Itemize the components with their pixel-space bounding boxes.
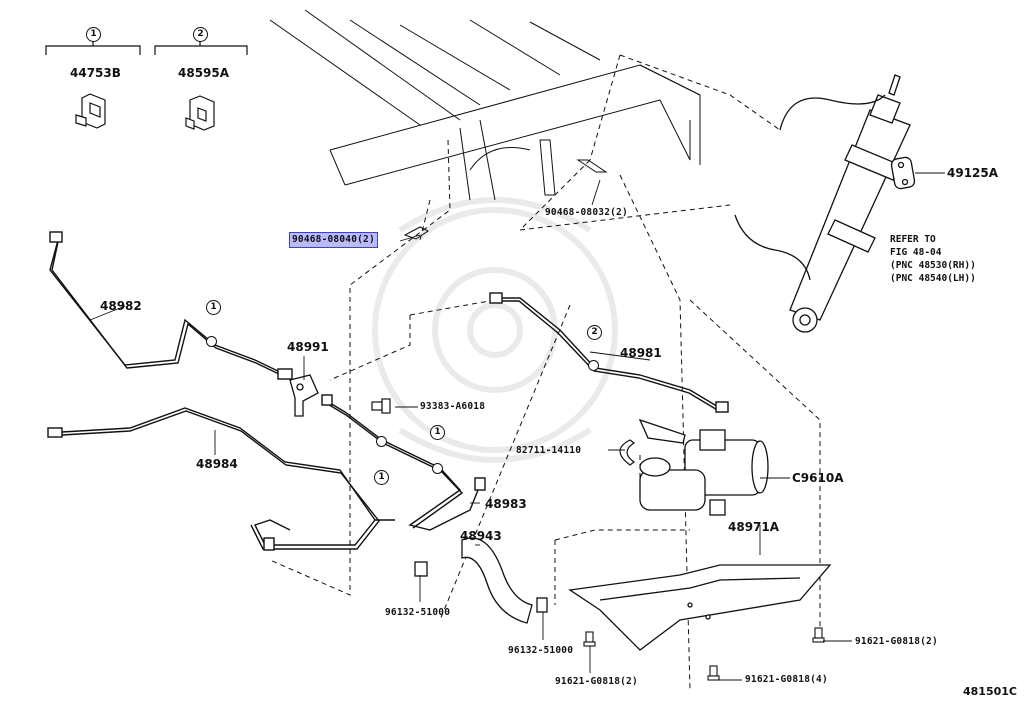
part-48982[interactable]: 48982 xyxy=(100,299,142,313)
part-48984[interactable]: 48984 xyxy=(196,457,238,471)
line-48984 xyxy=(47,407,395,551)
legend-brackets xyxy=(45,40,248,55)
part-48983[interactable]: 48983 xyxy=(485,497,527,511)
part-49125a[interactable]: 49125A xyxy=(947,166,999,180)
legend-part-48595a[interactable]: 48595A xyxy=(178,66,230,80)
callout-2-dot-48981 xyxy=(588,360,599,371)
pump-c9610a xyxy=(638,418,769,516)
bracket-48991-shape xyxy=(289,374,319,417)
bolt-93383-shape xyxy=(371,398,391,414)
part-90468-08032[interactable]: 90468-08032(2) xyxy=(545,207,628,218)
part-82711-14110[interactable]: 82711-14110 xyxy=(516,445,582,456)
part-93383-a6018[interactable]: 93383-A6018 xyxy=(420,401,486,412)
callout-1-dot-48982 xyxy=(206,336,217,347)
part-48991[interactable]: 48991 xyxy=(287,340,329,354)
shock-absorber xyxy=(734,74,911,333)
callout-1-dot-48983-b xyxy=(376,436,387,447)
ref-line-3[interactable]: (PNC 48530(RH)) xyxy=(890,260,976,271)
callout-1-dot-48983-a xyxy=(432,463,443,474)
leader-lines xyxy=(89,172,945,681)
clip-82711-shape xyxy=(619,439,636,466)
ref-line-1: REFER TO xyxy=(890,234,936,245)
hose-48943 xyxy=(414,537,548,624)
line-48983 xyxy=(321,394,486,531)
line-48982 xyxy=(49,231,293,380)
part-96132-51000-left[interactable]: 96132-51000 xyxy=(385,607,451,618)
callout-1-line-48983-b: 1 xyxy=(374,470,389,485)
part-c9610a[interactable]: C9610A xyxy=(792,471,844,485)
legend-callout-1: 1 xyxy=(86,27,101,42)
ref-line-2: FIG 48-04 xyxy=(890,247,942,258)
bracket-49125a-shape xyxy=(890,156,916,190)
callout-1-line-48982: 1 xyxy=(206,300,221,315)
part-48943[interactable]: 48943 xyxy=(460,529,502,543)
clip-48595a-shape xyxy=(185,95,215,131)
callout-2-line-48981: 2 xyxy=(587,325,602,340)
reference-note: REFER TO FIG 48-04 (PNC 48530(RH)) (PNC … xyxy=(890,233,976,285)
ref-line-4[interactable]: (PNC 48540(LH)) xyxy=(890,273,976,284)
part-91621-g0818-right[interactable]: 91621-G0818(2) xyxy=(855,636,938,647)
part-91621-g0818-center[interactable]: 91621-G0818(4) xyxy=(745,674,828,685)
part-90468-08040-highlighted[interactable]: 90468-08040(2) xyxy=(289,232,378,248)
line-48981 xyxy=(489,292,729,413)
watermark-emblem xyxy=(372,197,618,463)
part-96132-51000-right[interactable]: 96132-51000 xyxy=(508,645,574,656)
part-48971a[interactable]: 48971A xyxy=(728,520,780,534)
legend-callout-2: 2 xyxy=(193,27,208,42)
part-91621-g0818-left[interactable]: 91621-G0818(2) xyxy=(555,676,638,687)
figure-id: 481501C xyxy=(963,685,1017,698)
skid-plate-48971a xyxy=(568,564,832,651)
callout-1-line-48983-a: 1 xyxy=(430,425,445,440)
bolts-91621 xyxy=(583,627,825,681)
part-48981[interactable]: 48981 xyxy=(620,346,662,360)
frame-lines xyxy=(269,9,701,240)
clip-44753b-shape xyxy=(75,93,106,129)
legend-part-44753b[interactable]: 44753B xyxy=(70,66,121,80)
